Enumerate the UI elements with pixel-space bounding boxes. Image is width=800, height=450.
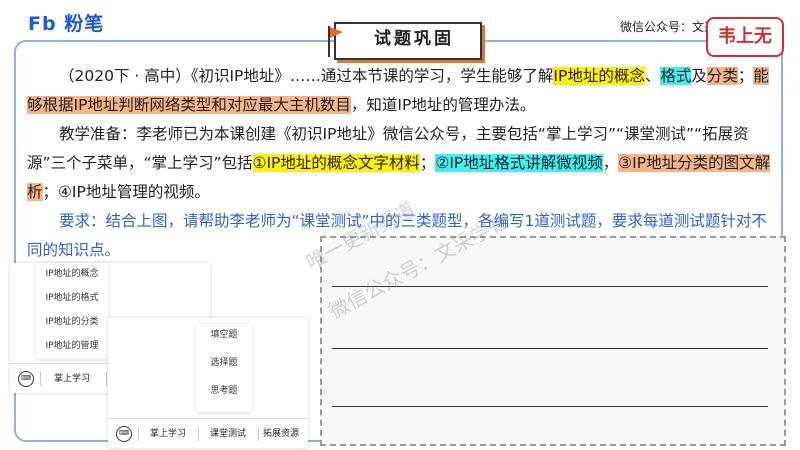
text: 及 <box>691 67 707 85</box>
paragraph-preparation: 教学准备：李老师已为本课创建《初识IP地址》微信公众号，主要包括“掌上学习”“课… <box>27 120 777 207</box>
keyboard-icon[interactable]: ⌨ <box>18 371 34 387</box>
submenu-test: 填空题 选择题 思考题 <box>196 324 252 412</box>
divider <box>198 427 199 441</box>
text: 、 <box>644 67 661 85</box>
flag-icon <box>328 26 343 57</box>
banner-title: 试题巩固 <box>374 29 454 49</box>
keyboard-icon[interactable]: ⌨ <box>116 426 132 442</box>
divider <box>258 427 259 441</box>
submenu-item[interactable]: 选择题 <box>210 358 238 368</box>
menu-tab-test[interactable]: 课堂测试 <box>209 429 246 439</box>
answer-box <box>320 236 786 446</box>
submenu-item[interactable]: 填空题 <box>210 330 238 340</box>
menu-tab-resources[interactable]: 拓展资源 <box>262 429 299 439</box>
answer-line <box>332 286 768 287</box>
highlight-concept: IP地址的概念 <box>553 67 645 85</box>
divider <box>40 372 41 386</box>
text: 教学准备：李老师已为本课创建《初识IP地址》微信公众号，主要包括“掌上学习”“课… <box>27 125 749 172</box>
submenu-item[interactable]: IP地址的分类 <box>45 317 99 327</box>
menu-tab-study[interactable]: 掌上学习 <box>53 374 90 384</box>
submenu-item[interactable]: IP地址的概念 <box>45 269 99 279</box>
question-content: （2020下 · 高中）《初识IP地址》……通过本节课的学习，学生能够了解IP地… <box>27 62 777 265</box>
wechat-menu-test: 填空题 选择题 思考题 ⌨ 掌上学习 课堂测试 拓展资源 <box>108 318 308 448</box>
divider <box>138 427 139 441</box>
paragraph-objectives: （2020下 · 高中）《初识IP地址》……通过本节课的学习，学生能够了解IP地… <box>27 62 777 120</box>
answer-line <box>332 406 768 407</box>
highlight-format: 格式 <box>660 67 692 85</box>
divider <box>106 372 107 386</box>
submenu-item[interactable]: 思考题 <box>210 386 238 396</box>
text: ； <box>419 154 436 172</box>
text: ， <box>602 154 619 172</box>
section-banner: 试题巩固 <box>320 22 482 60</box>
menu-bar: ⌨ 掌上学习 课堂测试 拓展资源 <box>108 418 308 448</box>
banner-box <box>334 22 482 60</box>
submenu-item[interactable]: IP地址的管理 <box>45 341 99 351</box>
text: （2020下 · 高中）《初识IP地址》……通过本节课的学习，学生能够了解 <box>59 67 554 85</box>
paragraph-requirement: 要求：结合上图，请帮助李老师为“课堂测试”中的三类题型，各编写1道测试题，要求每… <box>27 212 767 259</box>
stamp-badge: 韦上无 <box>706 17 784 57</box>
highlight-class: 分类 <box>706 67 738 85</box>
text: ；④IP地址管理的视频。 <box>42 183 210 201</box>
answer-line <box>332 348 768 349</box>
submenu-item[interactable]: IP地址的格式 <box>45 293 99 303</box>
menu-tab-study[interactable]: 掌上学习 <box>149 429 186 439</box>
submenu-study: IP地址的概念 IP地址的格式 IP地址的分类 IP地址的管理 <box>36 263 108 359</box>
highlight-material-1: ①IP地址的概念文字材料 <box>252 154 420 172</box>
text: ； <box>737 67 754 85</box>
text: ，知道IP地址的管理办法。 <box>350 96 536 114</box>
highlight-material-2: ②IP地址格式讲解微视频 <box>435 154 603 172</box>
fenbi-logo: Fb 粉笔 <box>28 13 105 35</box>
